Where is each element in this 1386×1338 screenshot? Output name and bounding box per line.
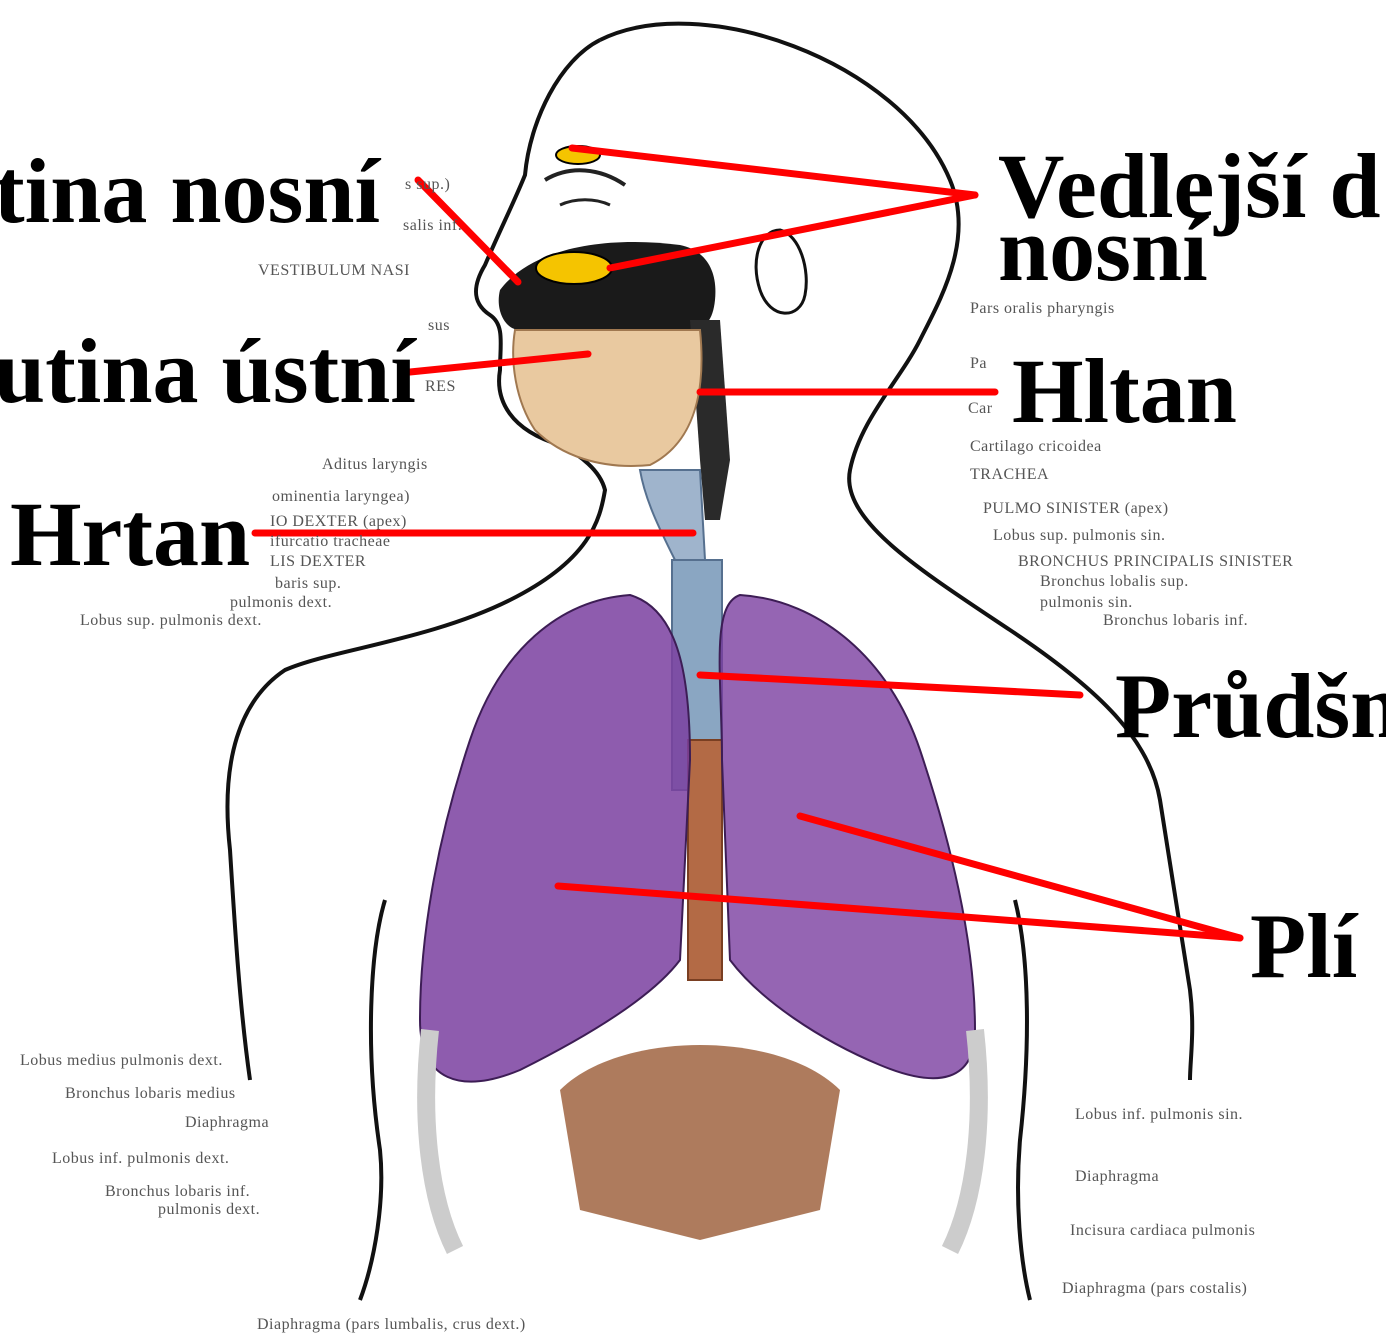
diaphragm-muscle <box>560 1045 840 1240</box>
small-label: LIS DEXTER <box>270 553 366 571</box>
small-label: Pa <box>970 355 987 373</box>
pointer-sinus-frontal <box>572 148 975 195</box>
small-label: Lobus sup. pulmonis sin. <box>993 527 1165 545</box>
small-label: Cartilago cricoidea <box>970 438 1102 456</box>
small-label: Bronchus lobalis sup. <box>1040 573 1189 591</box>
small-label: PULMO SINISTER (apex) <box>983 500 1169 518</box>
maxillary-sinus <box>536 252 612 284</box>
eye <box>560 200 610 205</box>
label-oral-cavity: utina ústní <box>0 325 416 417</box>
oral-cavity-shape <box>513 330 701 466</box>
left-lung-shape <box>720 595 975 1078</box>
eyebrow <box>545 170 625 185</box>
right-arm-inner <box>1015 900 1030 1300</box>
label-lungs: Plí <box>1250 900 1357 992</box>
small-label: Bronchus lobaris inf. <box>1103 612 1248 630</box>
right-lung-shape <box>420 595 690 1082</box>
label-bronchi: Průdšn <box>1115 660 1386 752</box>
small-label: Diaphragma (pars costalis) <box>1062 1280 1247 1298</box>
small-label: Bronchus lobaris inf. <box>105 1183 250 1201</box>
left-arm-inner <box>360 900 385 1300</box>
small-label: Pars oralis pharyngis <box>970 300 1115 318</box>
small-label: baris sup. <box>275 575 341 593</box>
small-label: ominentia laryngea) <box>272 488 410 506</box>
small-label: Diaphragma (pars lumbalis, crus dext.) <box>257 1316 526 1334</box>
small-label: Lobus inf. pulmonis dext. <box>52 1150 229 1168</box>
small-label: sus <box>428 317 450 335</box>
small-label: BRONCHUS PRINCIPALIS SINISTER <box>1018 553 1293 571</box>
small-label: IO DEXTER (apex) <box>270 513 407 531</box>
ear <box>756 230 806 313</box>
small-label: Diaphragma <box>185 1114 269 1132</box>
small-label: pulmonis dext. <box>230 594 332 612</box>
esophagus-shape <box>688 740 722 980</box>
small-label: RES <box>425 378 456 396</box>
pointer-sinus-maxillary <box>610 195 975 268</box>
label-nasal-cavity: tina nosní <box>0 145 380 237</box>
small-label: pulmonis dext. <box>158 1201 260 1219</box>
label-paranasal-sinuses-line2: nosní <box>998 210 1208 288</box>
small-label: Lobus sup. pulmonis dext. <box>80 612 262 630</box>
small-label: ifurcatio tracheae <box>270 533 390 551</box>
larynx-shape <box>640 470 705 560</box>
small-label: Incisura cardiaca pulmonis <box>1070 1222 1255 1240</box>
small-label: salis inf. <box>403 217 462 235</box>
label-pharynx: Hltan <box>1012 345 1237 437</box>
small-label: Car <box>968 400 993 418</box>
small-label: s sup.) <box>405 176 450 194</box>
small-label: TRACHEA <box>970 466 1049 484</box>
small-label: VESTIBULUM NASI <box>258 262 410 280</box>
small-label: Diaphragma <box>1075 1168 1159 1186</box>
small-label: Lobus inf. pulmonis sin. <box>1075 1106 1243 1124</box>
small-label: Aditus laryngis <box>322 456 428 474</box>
label-larynx: Hrtan <box>10 488 250 580</box>
small-label: Lobus medius pulmonis dext. <box>20 1052 223 1070</box>
small-label: Bronchus lobaris medius <box>65 1085 236 1103</box>
small-label: pulmonis sin. <box>1040 594 1133 612</box>
